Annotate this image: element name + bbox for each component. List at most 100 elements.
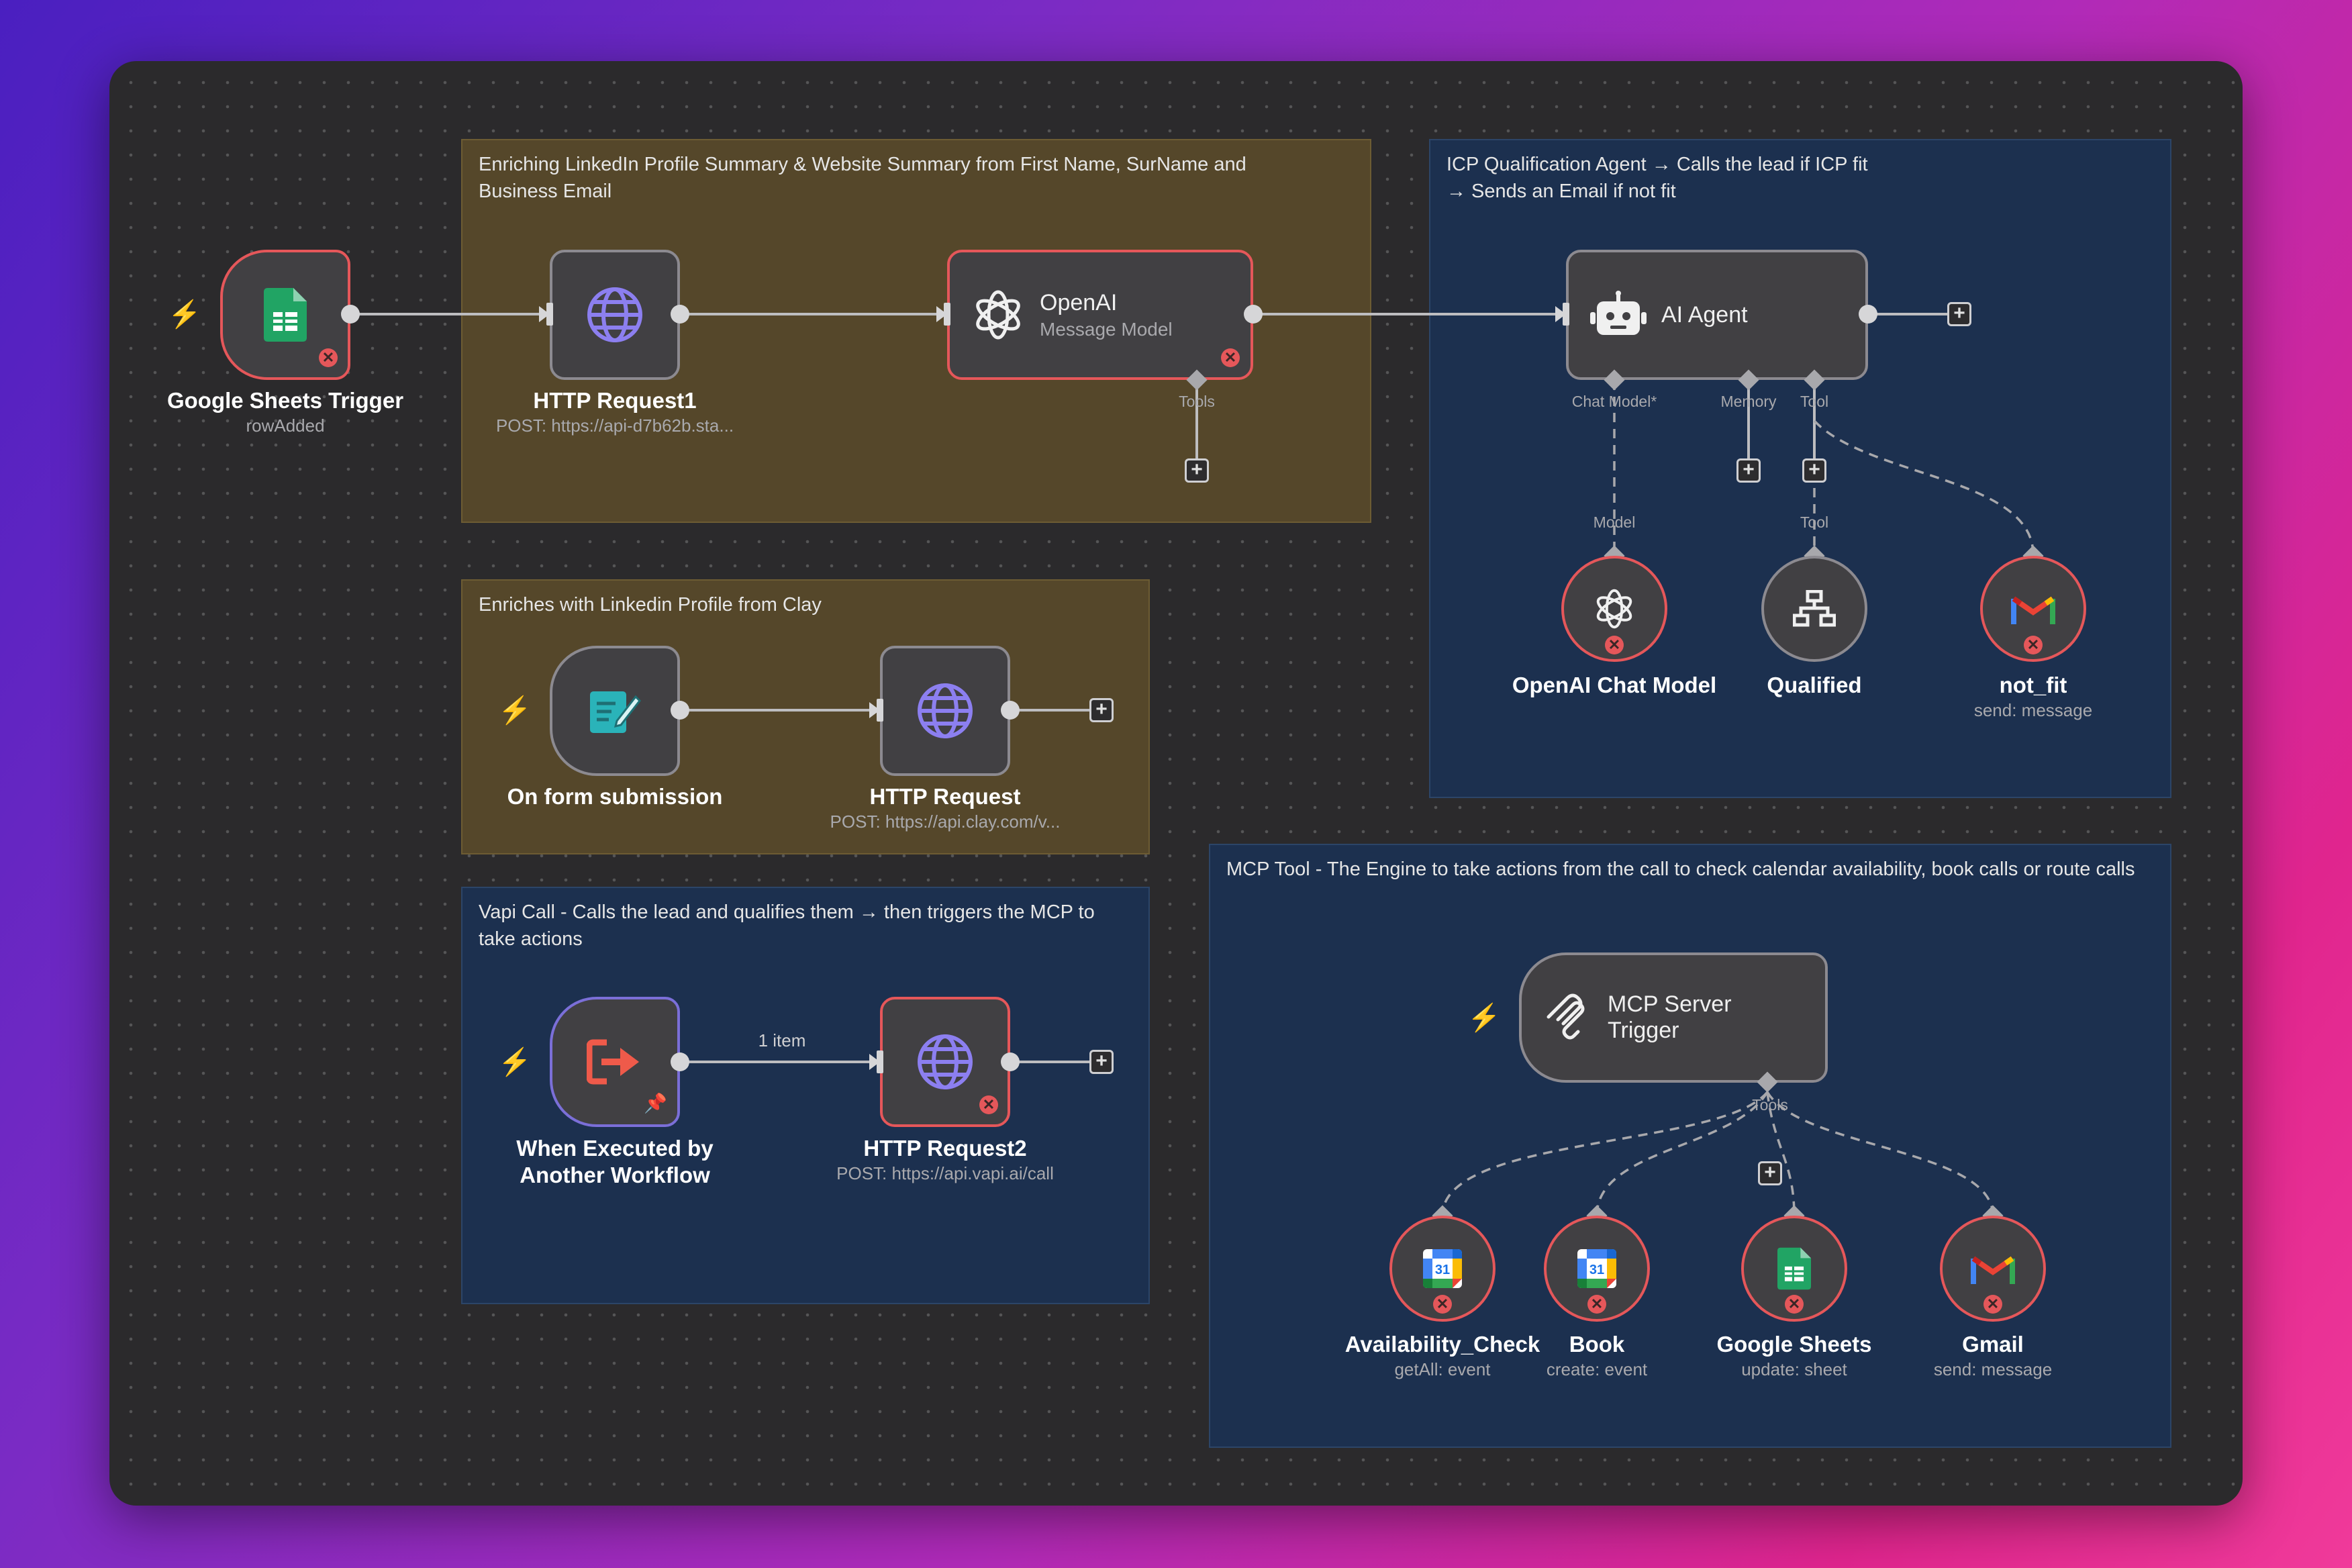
input-handle[interactable] (1563, 303, 1569, 326)
connection-agent-notfit (1813, 420, 2035, 555)
node-subtitle: getAll: event (1394, 1359, 1491, 1379)
output-handle[interactable] (671, 305, 689, 324)
google-sheets-icon (264, 288, 307, 342)
globe-icon (916, 682, 974, 740)
node-title: AI Agent (1661, 301, 1748, 328)
workflow-canvas[interactable]: Enriching LinkedIn Profile Summary & Web… (109, 61, 2243, 1506)
memory-port-label: Memory (1720, 393, 1777, 410)
globe-icon (586, 286, 644, 344)
node-http-request1[interactable] (550, 250, 680, 380)
trigger-bolt-icon: ⚡ (168, 299, 201, 330)
add-tool-button[interactable]: + (1185, 458, 1209, 483)
node-title: MCP Server Trigger (1608, 991, 1732, 1043)
tool-port-label: Tool (1800, 513, 1829, 531)
add-memory-button[interactable]: + (1736, 458, 1761, 483)
node-http-request[interactable] (880, 646, 1010, 776)
node-label-http-request1: HTTP Request1 POST: https://api-d7b62b.s… (496, 387, 734, 437)
group-icp-title: ICP Qualification Agent → Calls the lead… (1447, 154, 1868, 202)
node-title: Google Sheets (1716, 1332, 1872, 1357)
node-title: Book (1569, 1332, 1625, 1357)
add-node-button[interactable]: + (1947, 302, 1971, 326)
tools-port-label: Tools (1752, 1096, 1788, 1114)
gmail-icon (1971, 1252, 2015, 1285)
node-ai-agent[interactable]: AI Agent (1566, 250, 1868, 380)
node-mcp-server-trigger[interactable]: MCP Server Trigger (1519, 952, 1828, 1083)
output-handle[interactable] (1859, 305, 1877, 324)
add-tool-button[interactable]: + (1802, 458, 1826, 483)
globe-icon (916, 1033, 974, 1091)
error-icon: ✕ (979, 1095, 998, 1114)
node-label-gmail: Gmail send: message (1934, 1331, 2052, 1381)
node-title: HTTP Request (869, 784, 1021, 809)
node-subtitle: send: message (1973, 700, 2093, 720)
error-icon: ✕ (2024, 636, 2043, 654)
openai-icon (971, 288, 1025, 342)
input-handle[interactable] (546, 303, 553, 326)
node-label-availability-check: Availability_Check getAll: event (1345, 1331, 1540, 1381)
google-sheets-icon (1777, 1247, 1811, 1290)
node-subtitle: update: sheet (1741, 1359, 1847, 1379)
item-count-label: 1 item (758, 1030, 806, 1050)
group-mcp[interactable]: MCP Tool - The Engine to take actions fr… (1209, 844, 2171, 1448)
group-vapi-title: Vapi Call - Calls the lead and qualifies… (479, 901, 1095, 950)
output-handle[interactable] (1001, 1052, 1020, 1071)
node-title: Gmail (1962, 1332, 2024, 1357)
google-calendar-icon: 31 (1422, 1248, 1463, 1289)
node-label-not-fit: not_fit send: message (1974, 672, 2092, 722)
group-clay-title: Enriches with Linkedin Profile from Clay (479, 594, 822, 616)
openai-icon (1593, 587, 1636, 630)
output-handle[interactable] (671, 701, 689, 720)
input-handle[interactable] (944, 303, 950, 326)
tool-port-label: Tool (1800, 393, 1829, 410)
trigger-bolt-icon: ⚡ (498, 695, 532, 726)
node-subtitle: rowAdded (246, 415, 325, 436)
node-title: OpenAI Chat Model (1512, 673, 1717, 697)
input-handle[interactable] (877, 699, 883, 722)
add-tool-button[interactable]: + (1758, 1161, 1782, 1185)
output-handle[interactable] (671, 1052, 689, 1071)
input-handle[interactable] (877, 1050, 883, 1073)
tools-port-label: Tools (1179, 393, 1215, 410)
node-title: Availability_Check (1344, 1332, 1540, 1357)
error-icon: ✕ (1785, 1295, 1804, 1314)
connections-layer (350, 306, 2035, 1216)
node-title: When Executed by Another Workflow (516, 1136, 714, 1187)
node-on-form-submission[interactable] (550, 646, 680, 776)
node-label-google-sheets: Google Sheets update: sheet (1716, 1331, 1871, 1381)
node-title: not_fit (1999, 673, 2067, 697)
form-icon (589, 687, 641, 734)
svg-text:31: 31 (1589, 1263, 1604, 1277)
group-icp[interactable]: ICP Qualification Agent → Calls the lead… (1429, 139, 2171, 798)
output-handle[interactable] (1244, 305, 1263, 324)
node-label-http-request2: HTTP Request2 POST: https://api.vapi.ai/… (836, 1135, 1054, 1185)
error-icon: ✕ (1983, 1295, 2002, 1314)
node-subtitle: send: message (1933, 1359, 2053, 1379)
error-icon: ✕ (1587, 1295, 1606, 1314)
node-title: On form submission (507, 784, 723, 809)
robot-icon (1590, 291, 1647, 339)
node-subtitle: create: event (1546, 1359, 1648, 1379)
node-label-book: Book create: event (1547, 1331, 1647, 1381)
node-label-sheets-trigger: Google Sheets Trigger rowAdded (167, 387, 403, 437)
node-title: Google Sheets Trigger (166, 388, 404, 413)
connection-mcp-gsheets (1766, 1091, 1796, 1216)
output-handle[interactable] (1001, 701, 1020, 720)
connection-mcp-gmail (1766, 1091, 1994, 1216)
group-enrich-title: Enriching LinkedIn Profile Summary & Web… (479, 154, 1246, 202)
output-handle[interactable] (341, 305, 360, 324)
add-node-button[interactable]: + (1089, 1050, 1114, 1074)
node-openai[interactable]: OpenAI Message Model (947, 250, 1253, 380)
node-execute-workflow-trigger[interactable] (550, 997, 680, 1127)
node-subtitle: POST: https://api.clay.com/v... (830, 812, 1061, 832)
trigger-bolt-icon: ⚡ (1467, 1003, 1501, 1033)
node-title: Qualified (1767, 673, 1862, 697)
node-subtitle: POST: https://api-d7b62b.sta... (495, 415, 734, 436)
add-node-button[interactable]: + (1089, 698, 1114, 722)
node-label-http-request: HTTP Request POST: https://api.clay.com/… (830, 783, 1061, 833)
gmail-icon (2011, 592, 2055, 626)
node-label-qualified: Qualified (1767, 672, 1861, 699)
node-label-on-form-submission: On form submission (507, 783, 723, 810)
google-calendar-icon: 31 (1576, 1248, 1618, 1289)
mcp-icon (1543, 993, 1593, 1042)
node-qualified[interactable] (1761, 556, 1867, 662)
